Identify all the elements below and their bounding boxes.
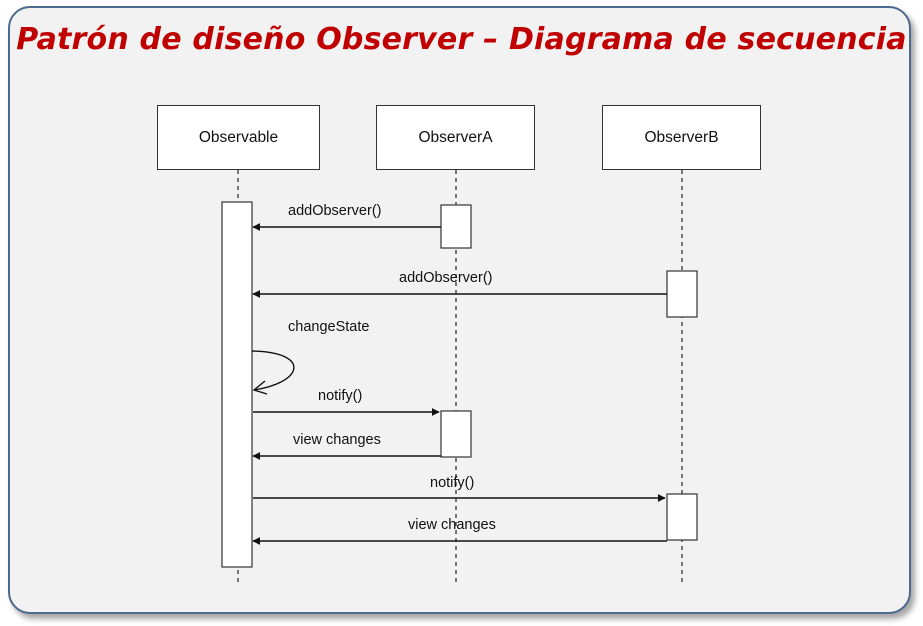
activation-observer-b-register — [666, 270, 698, 318]
message-label-notify-a: notify() — [318, 388, 362, 404]
message-label-view-changes-a: view changes — [293, 432, 381, 448]
participant-observer-b: ObserverB — [602, 105, 761, 170]
participant-observer-a: ObserverA — [376, 105, 535, 170]
self-call-arrowhead — [252, 380, 268, 395]
message-label-change-state: changeState — [288, 319, 369, 335]
message-label-notify-b: notify() — [430, 475, 474, 491]
message-label-add-observer-b: addObserver() — [399, 270, 492, 286]
slide-title: Patrón de diseño Observer – Diagrama de … — [16, 22, 907, 57]
activation-observer-a-register — [440, 204, 472, 249]
activation-observable — [221, 201, 253, 568]
message-label-view-changes-b: view changes — [408, 517, 496, 533]
message-label-add-observer-a: addObserver() — [288, 203, 381, 219]
participant-observable: Observable — [157, 105, 320, 170]
activation-observer-a-notify — [440, 410, 472, 458]
activation-observer-b-notify — [666, 493, 698, 541]
self-call-change-state — [251, 350, 295, 391]
